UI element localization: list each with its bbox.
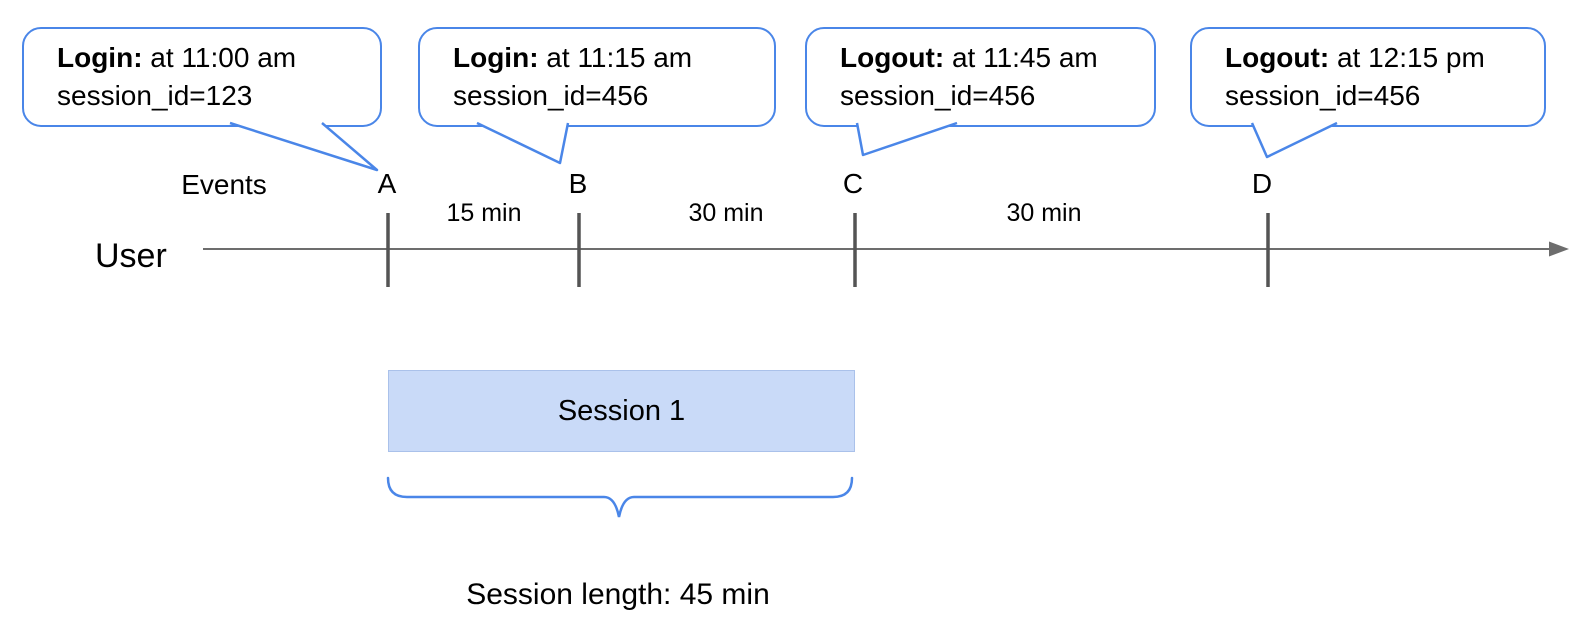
callout-session-line: session_id=456	[1225, 80, 1421, 111]
interval-b-c: 30 min	[688, 199, 764, 227]
callout-login-a: Login: at 11:00 am session_id=123	[22, 27, 382, 127]
session-1-bar: Session 1	[388, 370, 855, 452]
callout-logout-d: Logout: at 12:15 pm session_id=456	[1190, 27, 1546, 127]
callout-login-b: Login: at 11:15 am session_id=456	[418, 27, 776, 127]
event-type-label: Login:	[453, 42, 539, 73]
session-brace	[386, 476, 854, 518]
session-1-label: Session 1	[557, 394, 686, 427]
event-letter-b: B	[568, 168, 588, 199]
event-letter-a: A	[377, 168, 397, 199]
callout-event-line: Logout: at 11:45 am	[840, 39, 1154, 77]
callout-event-line: Login: at 11:15 am	[453, 39, 774, 77]
callout-tail-c	[855, 121, 958, 157]
callout-event-line: Logout: at 12:15 pm	[1225, 39, 1544, 77]
event-letter-c: C	[842, 168, 864, 199]
event-time-text: at 11:15 am	[538, 42, 693, 73]
callout-tail-d	[1250, 121, 1338, 159]
event-type-label: Logout:	[1225, 42, 1330, 73]
callout-logout-c: Logout: at 11:45 am session_id=456	[805, 27, 1156, 127]
callout-session-line: session_id=123	[57, 80, 253, 111]
event-type-label: Login:	[57, 42, 143, 73]
event-time-text: at 12:15 pm	[1329, 42, 1485, 73]
events-caption: Events	[181, 169, 267, 200]
callout-session-line: session_id=456	[453, 80, 649, 111]
event-time-text: at 11:45 am	[944, 42, 1098, 73]
callout-event-line: Login: at 11:00 am	[57, 39, 380, 77]
user-row-label: User	[95, 237, 167, 275]
interval-c-d: 30 min	[1006, 199, 1082, 227]
timeline-arrowhead-icon	[1549, 241, 1569, 257]
event-time-text: at 11:00 am	[142, 42, 297, 73]
callout-tail-a	[229, 121, 379, 172]
callout-tail-b	[476, 121, 570, 165]
event-letter-d: D	[1251, 168, 1273, 199]
session-length-caption: Session length: 45 min	[466, 578, 770, 611]
event-type-label: Logout:	[840, 42, 945, 73]
callout-session-line: session_id=456	[840, 80, 1036, 111]
interval-a-b: 15 min	[446, 199, 522, 227]
